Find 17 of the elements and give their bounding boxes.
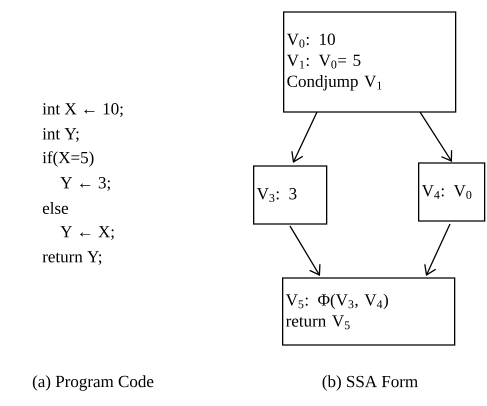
code-line: int Y; <box>42 128 79 142</box>
arrow <box>424 224 451 276</box>
caption: (b) SSA Form <box>322 375 418 391</box>
code-line: Y ← X; <box>60 226 114 240</box>
arrow <box>291 112 318 163</box>
ssa-block: V$_{5}$: Φ(V$_{3}$, V$_{4}$) return V$_{5}$ <box>282 277 456 346</box>
code-line: int X ← 10; <box>42 103 123 117</box>
arrow <box>419 112 452 162</box>
arrow <box>289 226 321 276</box>
ssa-block: V$_{0}$: 10 V$_{1}$: V$_{0}$= 5 Condjump V$_{1}$ <box>283 11 456 113</box>
ssa-block: V$_{3}$: 3 <box>253 165 328 225</box>
code-line: else <box>42 202 68 214</box>
code-line: if(X=5) <box>42 151 94 167</box>
caption: (a) Program Code <box>32 375 154 391</box>
ssa-block: V$_{4}$: V$_{0}$ <box>418 162 486 222</box>
code-line: Y ← 3; <box>60 177 110 191</box>
code-line: return Y; <box>42 251 102 265</box>
